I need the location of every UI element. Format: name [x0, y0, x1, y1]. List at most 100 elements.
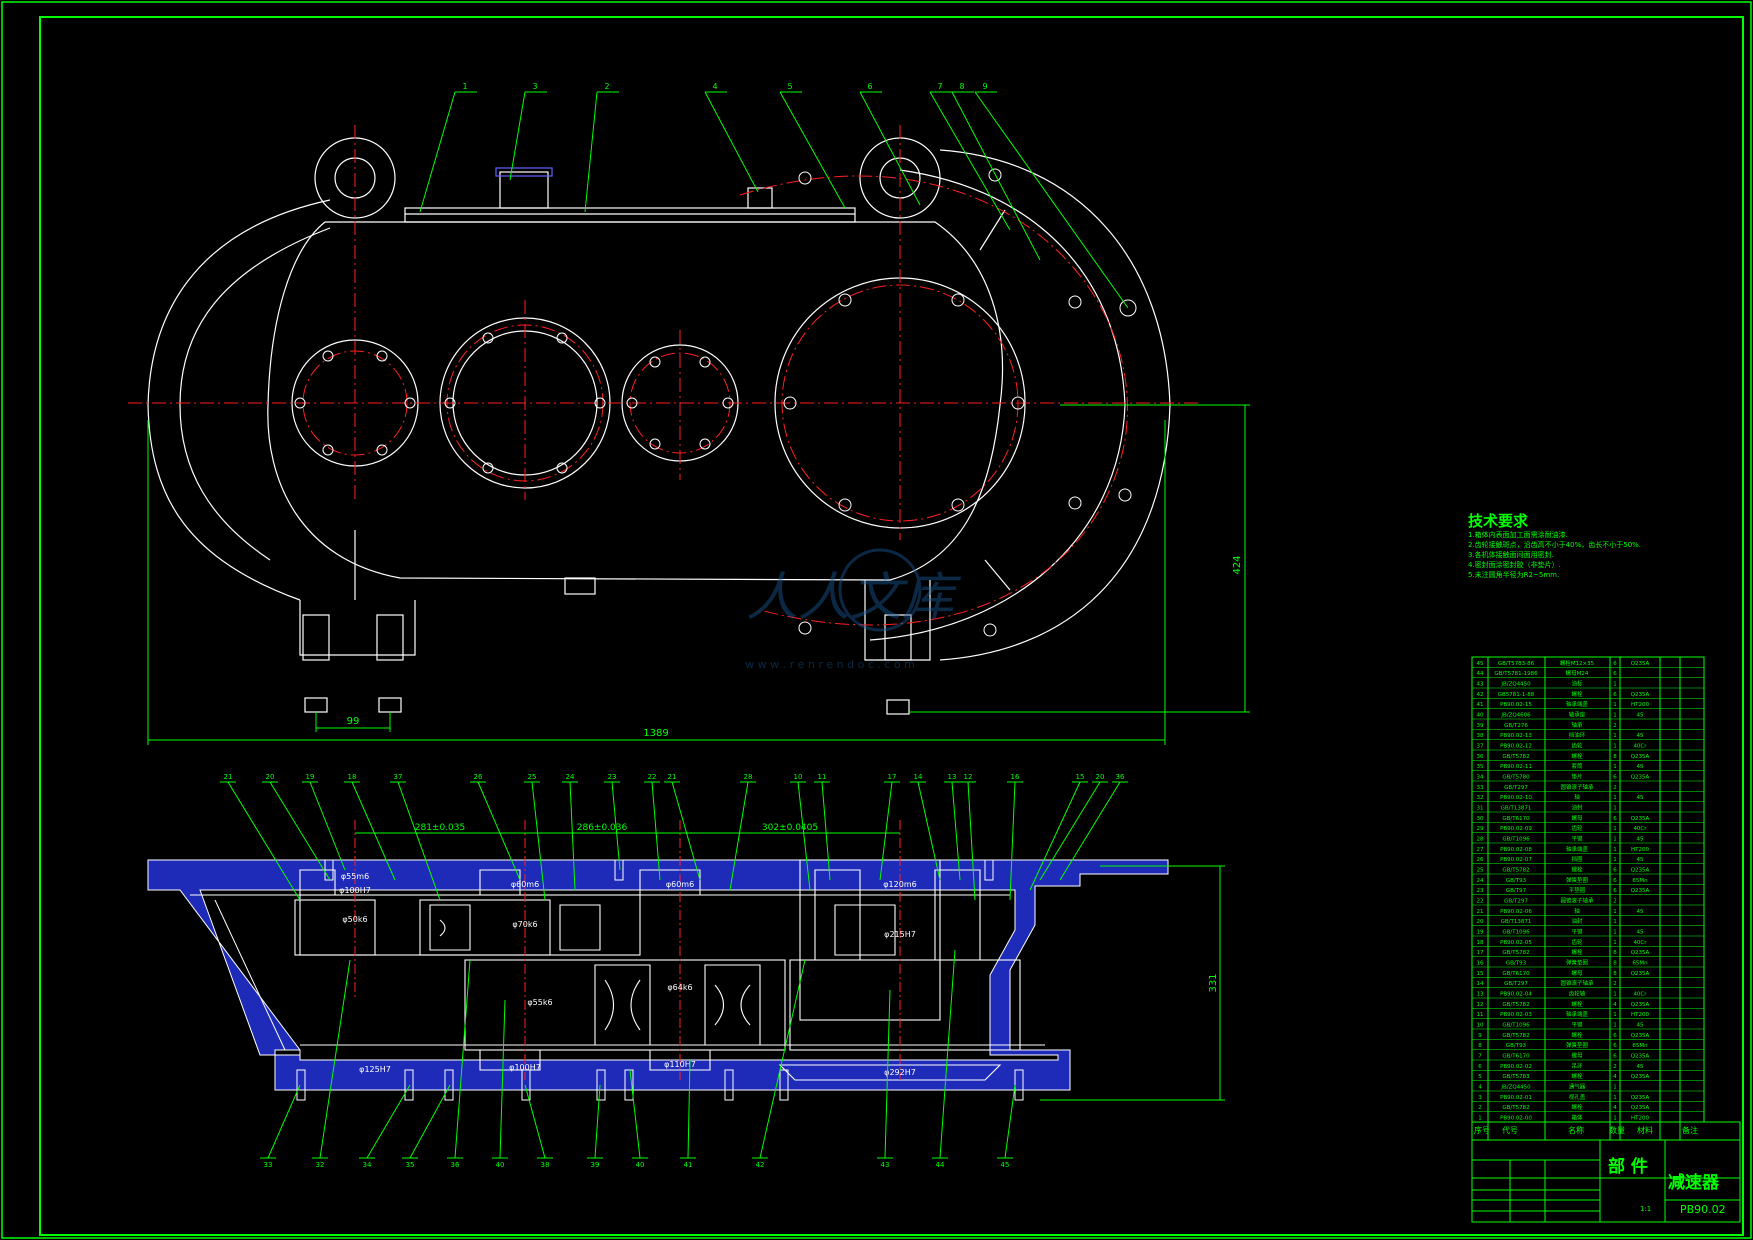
bolt-hole [951, 293, 965, 307]
parts-cell: 箱体 [1571, 1114, 1583, 1122]
section-bolt [984, 859, 994, 881]
foot-left-bolt-2-head [378, 697, 402, 713]
parts-cell: 1 [1613, 1023, 1617, 1029]
parts-cell: 2 [1613, 899, 1617, 905]
rib-right-2 [984, 559, 1011, 591]
gear-web-5 [834, 904, 896, 956]
fit-label: φ100H7 [509, 1063, 541, 1072]
parts-cell: PB90.02-08 [1500, 847, 1532, 853]
parts-cell: 44 [1477, 671, 1484, 677]
callout-number: 43 [881, 1161, 890, 1169]
parts-cell: 螺母 [1571, 814, 1583, 822]
parts-cell: 螺栓 [1571, 866, 1583, 874]
callout-leader [309, 781, 346, 871]
bolt-hole [798, 621, 812, 635]
casing-section [147, 859, 1169, 1091]
callout-leader [267, 1084, 301, 1159]
parts-cell: 平键 [1571, 928, 1583, 936]
box-body [267, 221, 1003, 581]
parts-cell: 8 [1478, 1043, 1482, 1049]
callout-number: 45 [1001, 1161, 1010, 1169]
parts-cell: 1 [1613, 930, 1617, 936]
bearing-right-1 [814, 869, 861, 961]
bolt-hole [482, 332, 494, 344]
parts-cell: 38 [1477, 733, 1484, 739]
callout-number: 33 [264, 1161, 273, 1169]
bolt-hole [1118, 488, 1132, 502]
parts-cell: 10 [1477, 1023, 1484, 1029]
foot-left-bolt-1-head [304, 697, 328, 713]
pitch-circle-4 [781, 284, 1019, 522]
callout-number: 35 [406, 1161, 415, 1169]
callout-number: 36 [1116, 773, 1125, 781]
callout-number: 6 [867, 82, 872, 91]
callout-number: 18 [348, 773, 357, 781]
callout-number: 13 [948, 773, 957, 781]
callout-leader [409, 1084, 451, 1159]
gear-web-4 [559, 904, 601, 951]
callout-leader [569, 781, 576, 891]
parts-table-grid [1471, 656, 1741, 1223]
callout-leader [269, 781, 331, 881]
parts-header-cell: 备注 [1682, 1126, 1698, 1135]
parts-cell: 4 [1613, 1074, 1617, 1080]
top-dimensions [147, 404, 1250, 745]
bolt-hole [322, 350, 334, 362]
parts-cell: PB90.02-13 [1500, 733, 1532, 739]
parts-cell: Q235A [1631, 1054, 1650, 1060]
callout-leader [611, 781, 621, 871]
parts-cell: 1 [1613, 847, 1617, 853]
parts-cell: 1 [1613, 713, 1617, 719]
parts-cell: GB/T13871 [1501, 919, 1532, 925]
parts-cell: Q235A [1631, 775, 1650, 781]
parts-cell: 螺母M24 [1566, 669, 1589, 677]
top-leader-lines [419, 91, 1129, 309]
parts-cell: 5 [1478, 1074, 1482, 1080]
parts-cell: JB/ZQ4450 [1500, 682, 1531, 688]
bolt-hole [983, 623, 997, 637]
parts-cell: 轴 [1574, 907, 1580, 915]
parts-cell: GB/T5780 [1502, 775, 1530, 781]
fit-label: φ60m6 [511, 880, 539, 889]
parts-cell: Q235A [1631, 1033, 1650, 1039]
tech-req-title: 技术要求 [1468, 512, 1529, 530]
parts-cell: 6 [1613, 878, 1617, 884]
callout-leader [594, 1084, 601, 1159]
section-view [147, 820, 1225, 1101]
parts-cell: 1 [1613, 857, 1617, 863]
parts-header-cell: 材料 [1637, 1126, 1653, 1135]
parts-cell: 39 [1477, 723, 1484, 729]
section-bolt [521, 1069, 531, 1101]
parts-cell: 螺栓 [1571, 690, 1583, 698]
callout-number: 12 [964, 773, 973, 781]
callout-number: 7 [937, 82, 942, 91]
callout-number: 28 [744, 773, 753, 781]
parts-cell: 1 [1613, 1085, 1617, 1091]
pinion-left [294, 899, 376, 956]
parts-header-cell: 代号 [1502, 1126, 1518, 1135]
callout-leader [929, 91, 1011, 231]
parts-cell: 轴承端盖 [1566, 845, 1589, 853]
middle-shaft-gear [464, 959, 786, 1051]
callout-number: 44 [936, 1161, 945, 1169]
parts-cell: GB/T6170 [1502, 971, 1530, 977]
parts-cell: 45 [1637, 930, 1644, 936]
callout-number: 17 [888, 773, 897, 781]
section-bolt [324, 859, 334, 881]
parts-cell: 29 [1477, 826, 1484, 832]
foot-right-bolt [884, 614, 912, 661]
parts-cell: 6 [1613, 1054, 1617, 1060]
bolt-hole [649, 356, 661, 368]
parts-cell: GB/T297 [1504, 981, 1528, 987]
callout-leader [227, 781, 301, 901]
parts-cell: PB90.02-09 [1500, 826, 1532, 832]
inner-frame [39, 16, 1744, 1236]
parts-cell: 45 [1637, 764, 1644, 770]
parts-cell: 45 [1637, 1064, 1644, 1070]
parts-cell: PB90.02-15 [1500, 702, 1532, 708]
housing-inner-flange [179, 169, 1126, 641]
callout-leader [859, 91, 921, 206]
parts-cell: 40Cr [1633, 744, 1647, 750]
